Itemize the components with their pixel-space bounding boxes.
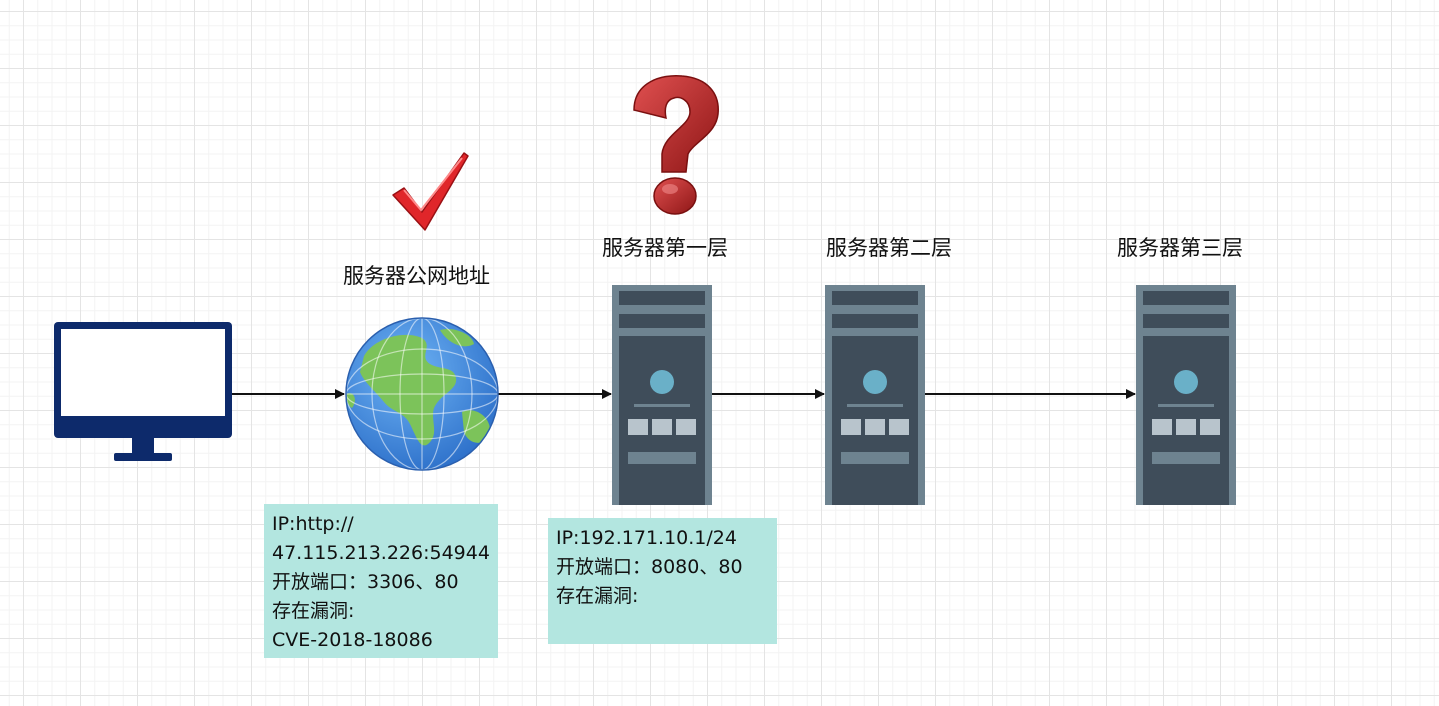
- public-note-line: 47.115.213.226:54944: [272, 542, 490, 564]
- monitor-icon: [54, 322, 232, 461]
- question-mark-icon: [633, 74, 719, 215]
- layer1-note: IP:192.171.10.1/24 开放端口：8080、80 存在漏洞:: [548, 518, 777, 644]
- layer1-note-line: 开放端口：8080、80: [556, 556, 743, 578]
- server-tower-icon-layer-2: [825, 285, 925, 505]
- public-note-line: IP:http://: [272, 513, 354, 535]
- public-note-line: 开放端口：3306、80: [272, 571, 459, 593]
- public-address-note: IP:http:// 47.115.213.226:54944 开放端口：330…: [264, 504, 498, 658]
- public-note-line: CVE-2018-18086: [272, 629, 433, 651]
- public-address-label: 服务器公网地址: [343, 264, 490, 288]
- server-tower-icon-layer-3: [1136, 285, 1236, 505]
- server-layer-3-label: 服务器第三层: [1117, 236, 1243, 260]
- server-tower-icon-layer-1: [612, 285, 712, 505]
- server-layer-1-label: 服务器第一层: [602, 236, 728, 260]
- layer1-note-line: 存在漏洞:: [556, 585, 639, 607]
- layer1-note-line: IP:192.171.10.1/24: [556, 527, 737, 549]
- globe-icon: [345, 317, 499, 471]
- checkmark-icon: [392, 152, 469, 231]
- public-note-line: 存在漏洞:: [272, 600, 355, 622]
- server-layer-2-label: 服务器第二层: [826, 236, 952, 260]
